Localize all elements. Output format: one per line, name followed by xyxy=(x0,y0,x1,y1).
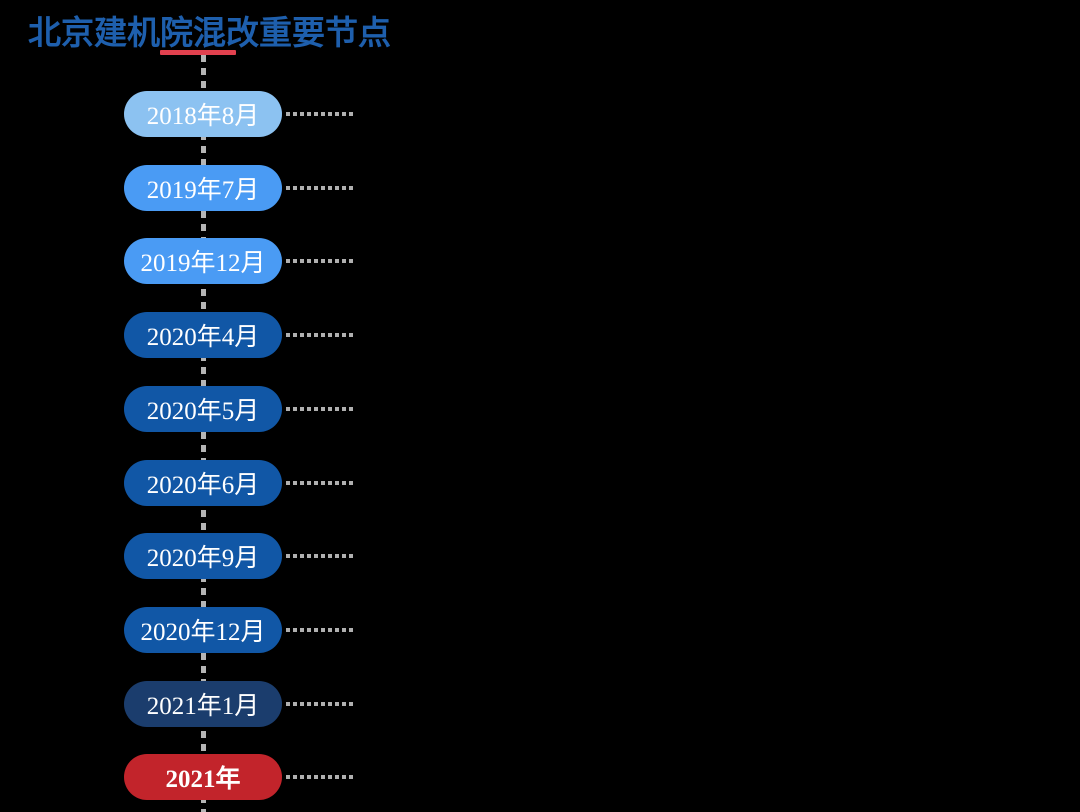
timeline-connector-line xyxy=(286,333,356,338)
page-title: 北京建机院混改重要节点 xyxy=(28,14,391,51)
timeline-node-pill: 2018年8月 xyxy=(124,91,282,137)
timeline-node-pill: 2019年7月 xyxy=(124,164,282,211)
timeline-row: 2020年12月 xyxy=(0,606,1080,653)
timeline-row: 2020年9月 xyxy=(0,533,1080,580)
timeline-node-pill: 2020年5月 xyxy=(124,385,282,432)
timeline-node-pill: 2020年4月 xyxy=(124,312,282,359)
timeline-connector-line xyxy=(286,775,356,780)
timeline-connector-line xyxy=(286,701,356,706)
timeline-row: 2020年6月 xyxy=(0,459,1080,506)
timeline-row: 2019年7月 xyxy=(0,164,1080,211)
timeline-node-pill: 2020年6月 xyxy=(124,459,282,506)
timeline-connector-line xyxy=(286,185,356,190)
timeline-axis-dashed-line xyxy=(201,55,206,812)
title-underline-bar xyxy=(160,50,236,55)
timeline-node-pill: 2020年12月 xyxy=(124,606,282,653)
timeline-connector-line xyxy=(286,554,356,559)
timeline-connector-line xyxy=(286,627,356,632)
timeline-connector-line xyxy=(286,406,356,411)
timeline-node-pill: 2019年12月 xyxy=(124,238,282,285)
timeline-row: 2019年12月 xyxy=(0,238,1080,285)
timeline-row: 2021年1月 xyxy=(0,680,1080,727)
timeline-row: 2021年 xyxy=(0,754,1080,801)
timeline-row: 2018年8月 xyxy=(0,91,1080,137)
timeline-node-pill: 2021年 xyxy=(124,754,282,801)
timeline-connector-line xyxy=(286,259,356,264)
timeline-node-pill: 2020年9月 xyxy=(124,533,282,580)
timeline-node-pill: 2021年1月 xyxy=(124,680,282,727)
timeline-connector-line xyxy=(286,112,356,116)
timeline-connector-line xyxy=(286,480,356,485)
timeline-row: 2020年4月 xyxy=(0,312,1080,359)
timeline-row: 2020年5月 xyxy=(0,385,1080,432)
